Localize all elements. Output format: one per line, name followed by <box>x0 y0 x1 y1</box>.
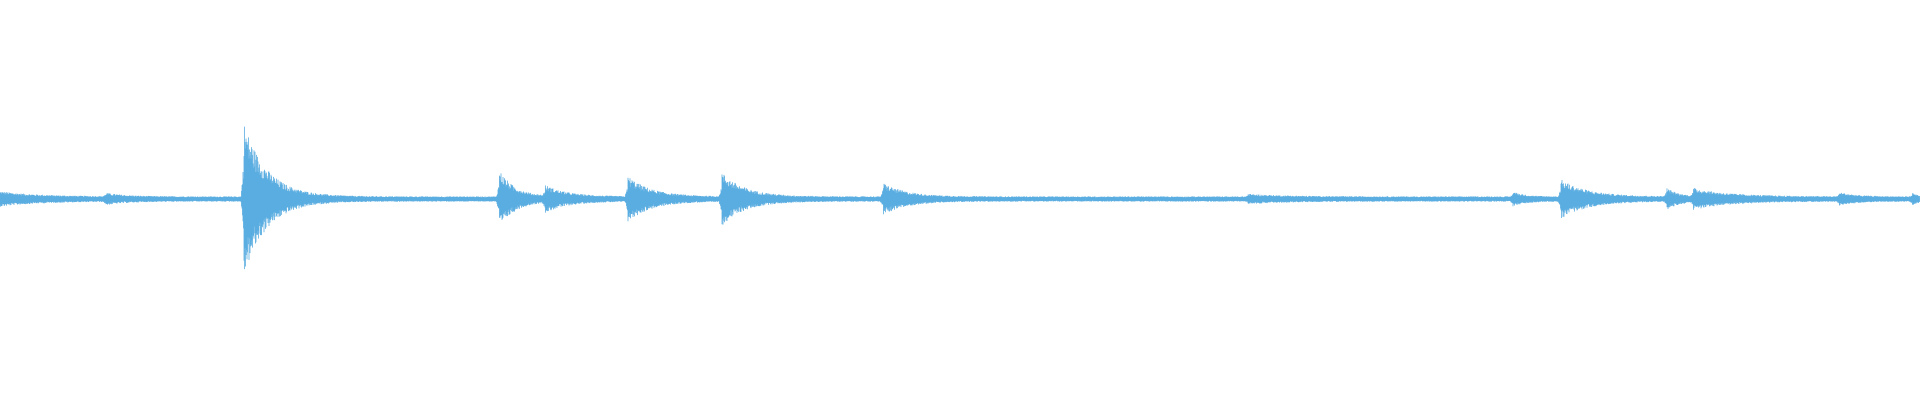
waveform-trace <box>0 126 1920 270</box>
waveform-samples <box>0 126 1920 270</box>
